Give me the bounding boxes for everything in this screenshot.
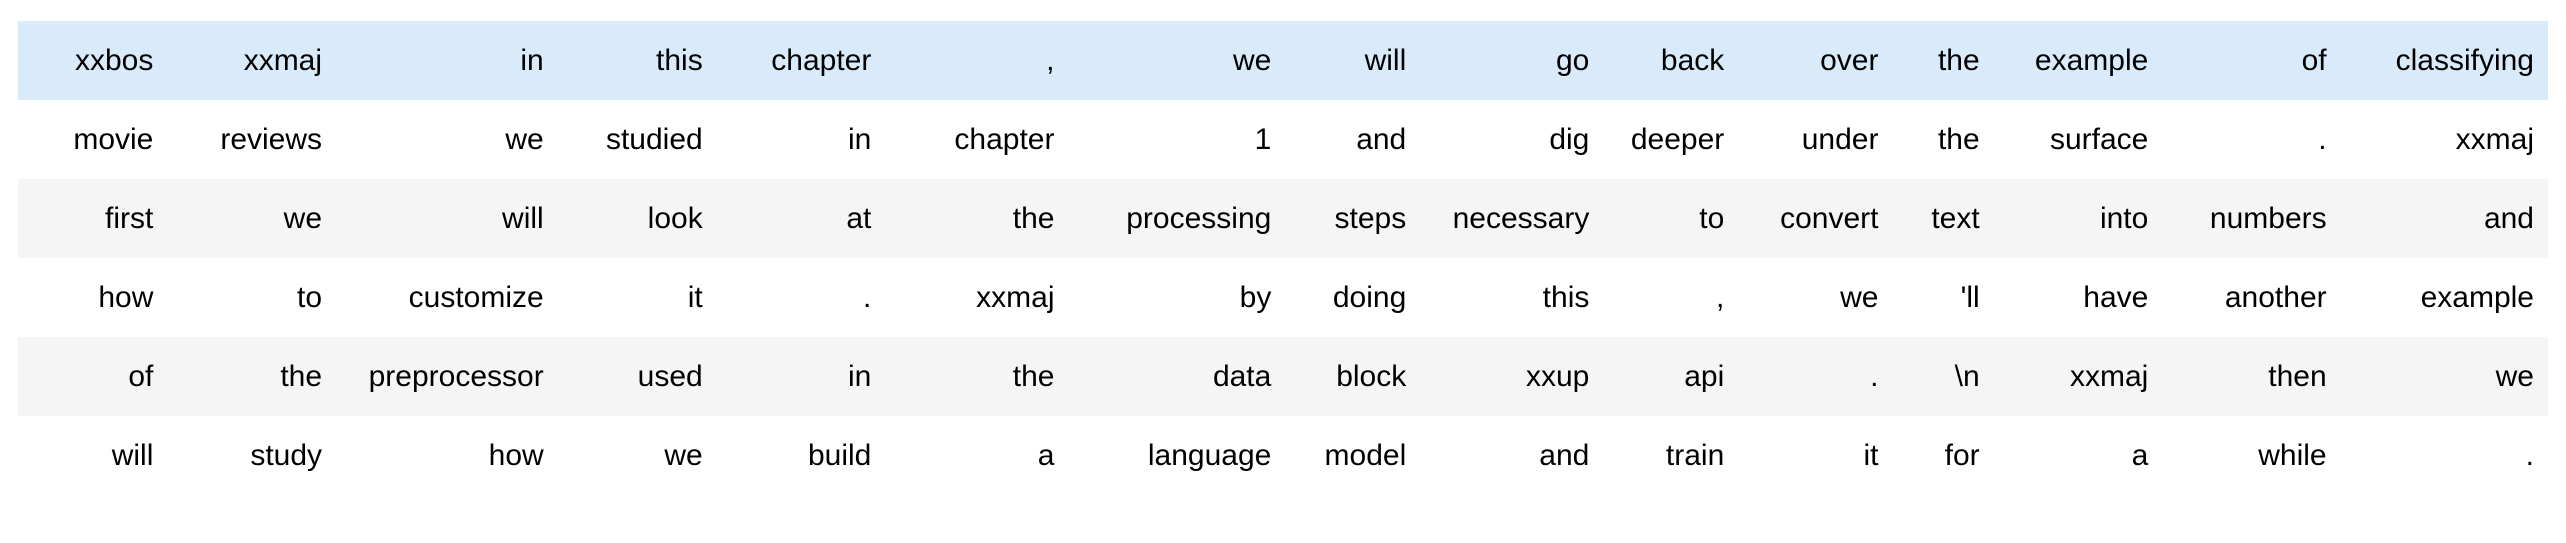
token-cell: to — [1603, 179, 1739, 258]
token-cell: study — [167, 416, 337, 495]
token-cell: a — [885, 416, 1069, 495]
token-cell: classifying — [2340, 21, 2548, 100]
token-cell: . — [1738, 337, 1893, 416]
token-cell: we — [1068, 21, 1286, 100]
token-cell: into — [1993, 179, 2163, 258]
token-cell: we — [167, 179, 337, 258]
token-cell: it — [1738, 416, 1893, 495]
token-cell: xxmaj — [2340, 100, 2548, 179]
token-cell: processing — [1068, 179, 1286, 258]
token-cell: how — [336, 416, 558, 495]
token-cell: the — [1892, 100, 1994, 179]
token-cell: . — [2340, 416, 2548, 495]
token-cell: and — [2340, 179, 2548, 258]
token-cell: data — [1068, 337, 1286, 416]
token-cell: preprocessor — [336, 337, 558, 416]
token-cell: . — [716, 258, 886, 337]
token-cell: used — [557, 337, 717, 416]
token-cell: chapter — [885, 100, 1069, 179]
token-cell: the — [885, 179, 1069, 258]
token-cell: it — [557, 258, 717, 337]
token-cell: necessary — [1420, 179, 1604, 258]
token-cell: this — [557, 21, 717, 100]
token-cell: numbers — [2162, 179, 2341, 258]
token-cell: of — [2162, 21, 2341, 100]
token-cell: this — [1420, 258, 1604, 337]
token-cell: example — [2340, 258, 2548, 337]
token-cell: at — [716, 179, 886, 258]
token-cell: customize — [336, 258, 558, 337]
token-cell: will — [1285, 21, 1421, 100]
token-cell: doing — [1285, 258, 1421, 337]
token-cell: first — [18, 179, 168, 258]
token-cell: deeper — [1603, 100, 1739, 179]
token-cell: reviews — [167, 100, 337, 179]
token-cell: xxup — [1420, 337, 1604, 416]
token-cell: in — [716, 100, 886, 179]
token-cell: xxmaj — [885, 258, 1069, 337]
token-cell: in — [336, 21, 558, 100]
token-cell: convert — [1738, 179, 1893, 258]
token-cell: chapter — [716, 21, 886, 100]
token-cell: example — [1993, 21, 2163, 100]
token-cell: we — [336, 100, 558, 179]
token-cell: xxmaj — [1993, 337, 2163, 416]
token-cell: go — [1420, 21, 1604, 100]
token-cell: language — [1068, 416, 1286, 495]
token-cell: \n — [1892, 337, 1994, 416]
token-cell: look — [557, 179, 717, 258]
token-cell: and — [1420, 416, 1604, 495]
token-cell: we — [557, 416, 717, 495]
token-cell: by — [1068, 258, 1286, 337]
token-cell: for — [1892, 416, 1994, 495]
token-cell: in — [716, 337, 886, 416]
token-cell: 'll — [1892, 258, 1994, 337]
token-cell: have — [1993, 258, 2163, 337]
token-cell: model — [1285, 416, 1421, 495]
token-cell: will — [336, 179, 558, 258]
token-cell: studied — [557, 100, 717, 179]
token-cell: build — [716, 416, 886, 495]
token-cell: then — [2162, 337, 2341, 416]
token-cell: back — [1603, 21, 1739, 100]
token-cell: text — [1892, 179, 1994, 258]
token-cell: , — [1603, 258, 1739, 337]
token-cell: and — [1285, 100, 1421, 179]
token-cell: api — [1603, 337, 1739, 416]
token-cell: , — [885, 21, 1069, 100]
token-cell: movie — [18, 100, 168, 179]
token-cell: over — [1738, 21, 1893, 100]
token-cell: another — [2162, 258, 2341, 337]
token-cell: the — [885, 337, 1069, 416]
token-cell: we — [2340, 337, 2548, 416]
token-cell: of — [18, 337, 168, 416]
token-cell: dig — [1420, 100, 1604, 179]
token-cell: will — [18, 416, 168, 495]
token-cell: the — [1892, 21, 1994, 100]
token-cell: train — [1603, 416, 1739, 495]
token-cell: 1 — [1068, 100, 1286, 179]
token-cell: we — [1738, 258, 1893, 337]
token-cell: while — [2162, 416, 2341, 495]
token-cell: a — [1993, 416, 2163, 495]
token-cell: surface — [1993, 100, 2163, 179]
token-cell: block — [1285, 337, 1421, 416]
token-cell: . — [2162, 100, 2341, 179]
token-cell: xxmaj — [167, 21, 337, 100]
token-cell: to — [167, 258, 337, 337]
token-cell: the — [167, 337, 337, 416]
token-cell: under — [1738, 100, 1893, 179]
token-cell: how — [18, 258, 168, 337]
token-cell: steps — [1285, 179, 1421, 258]
token-cell: xxbos — [18, 21, 168, 100]
